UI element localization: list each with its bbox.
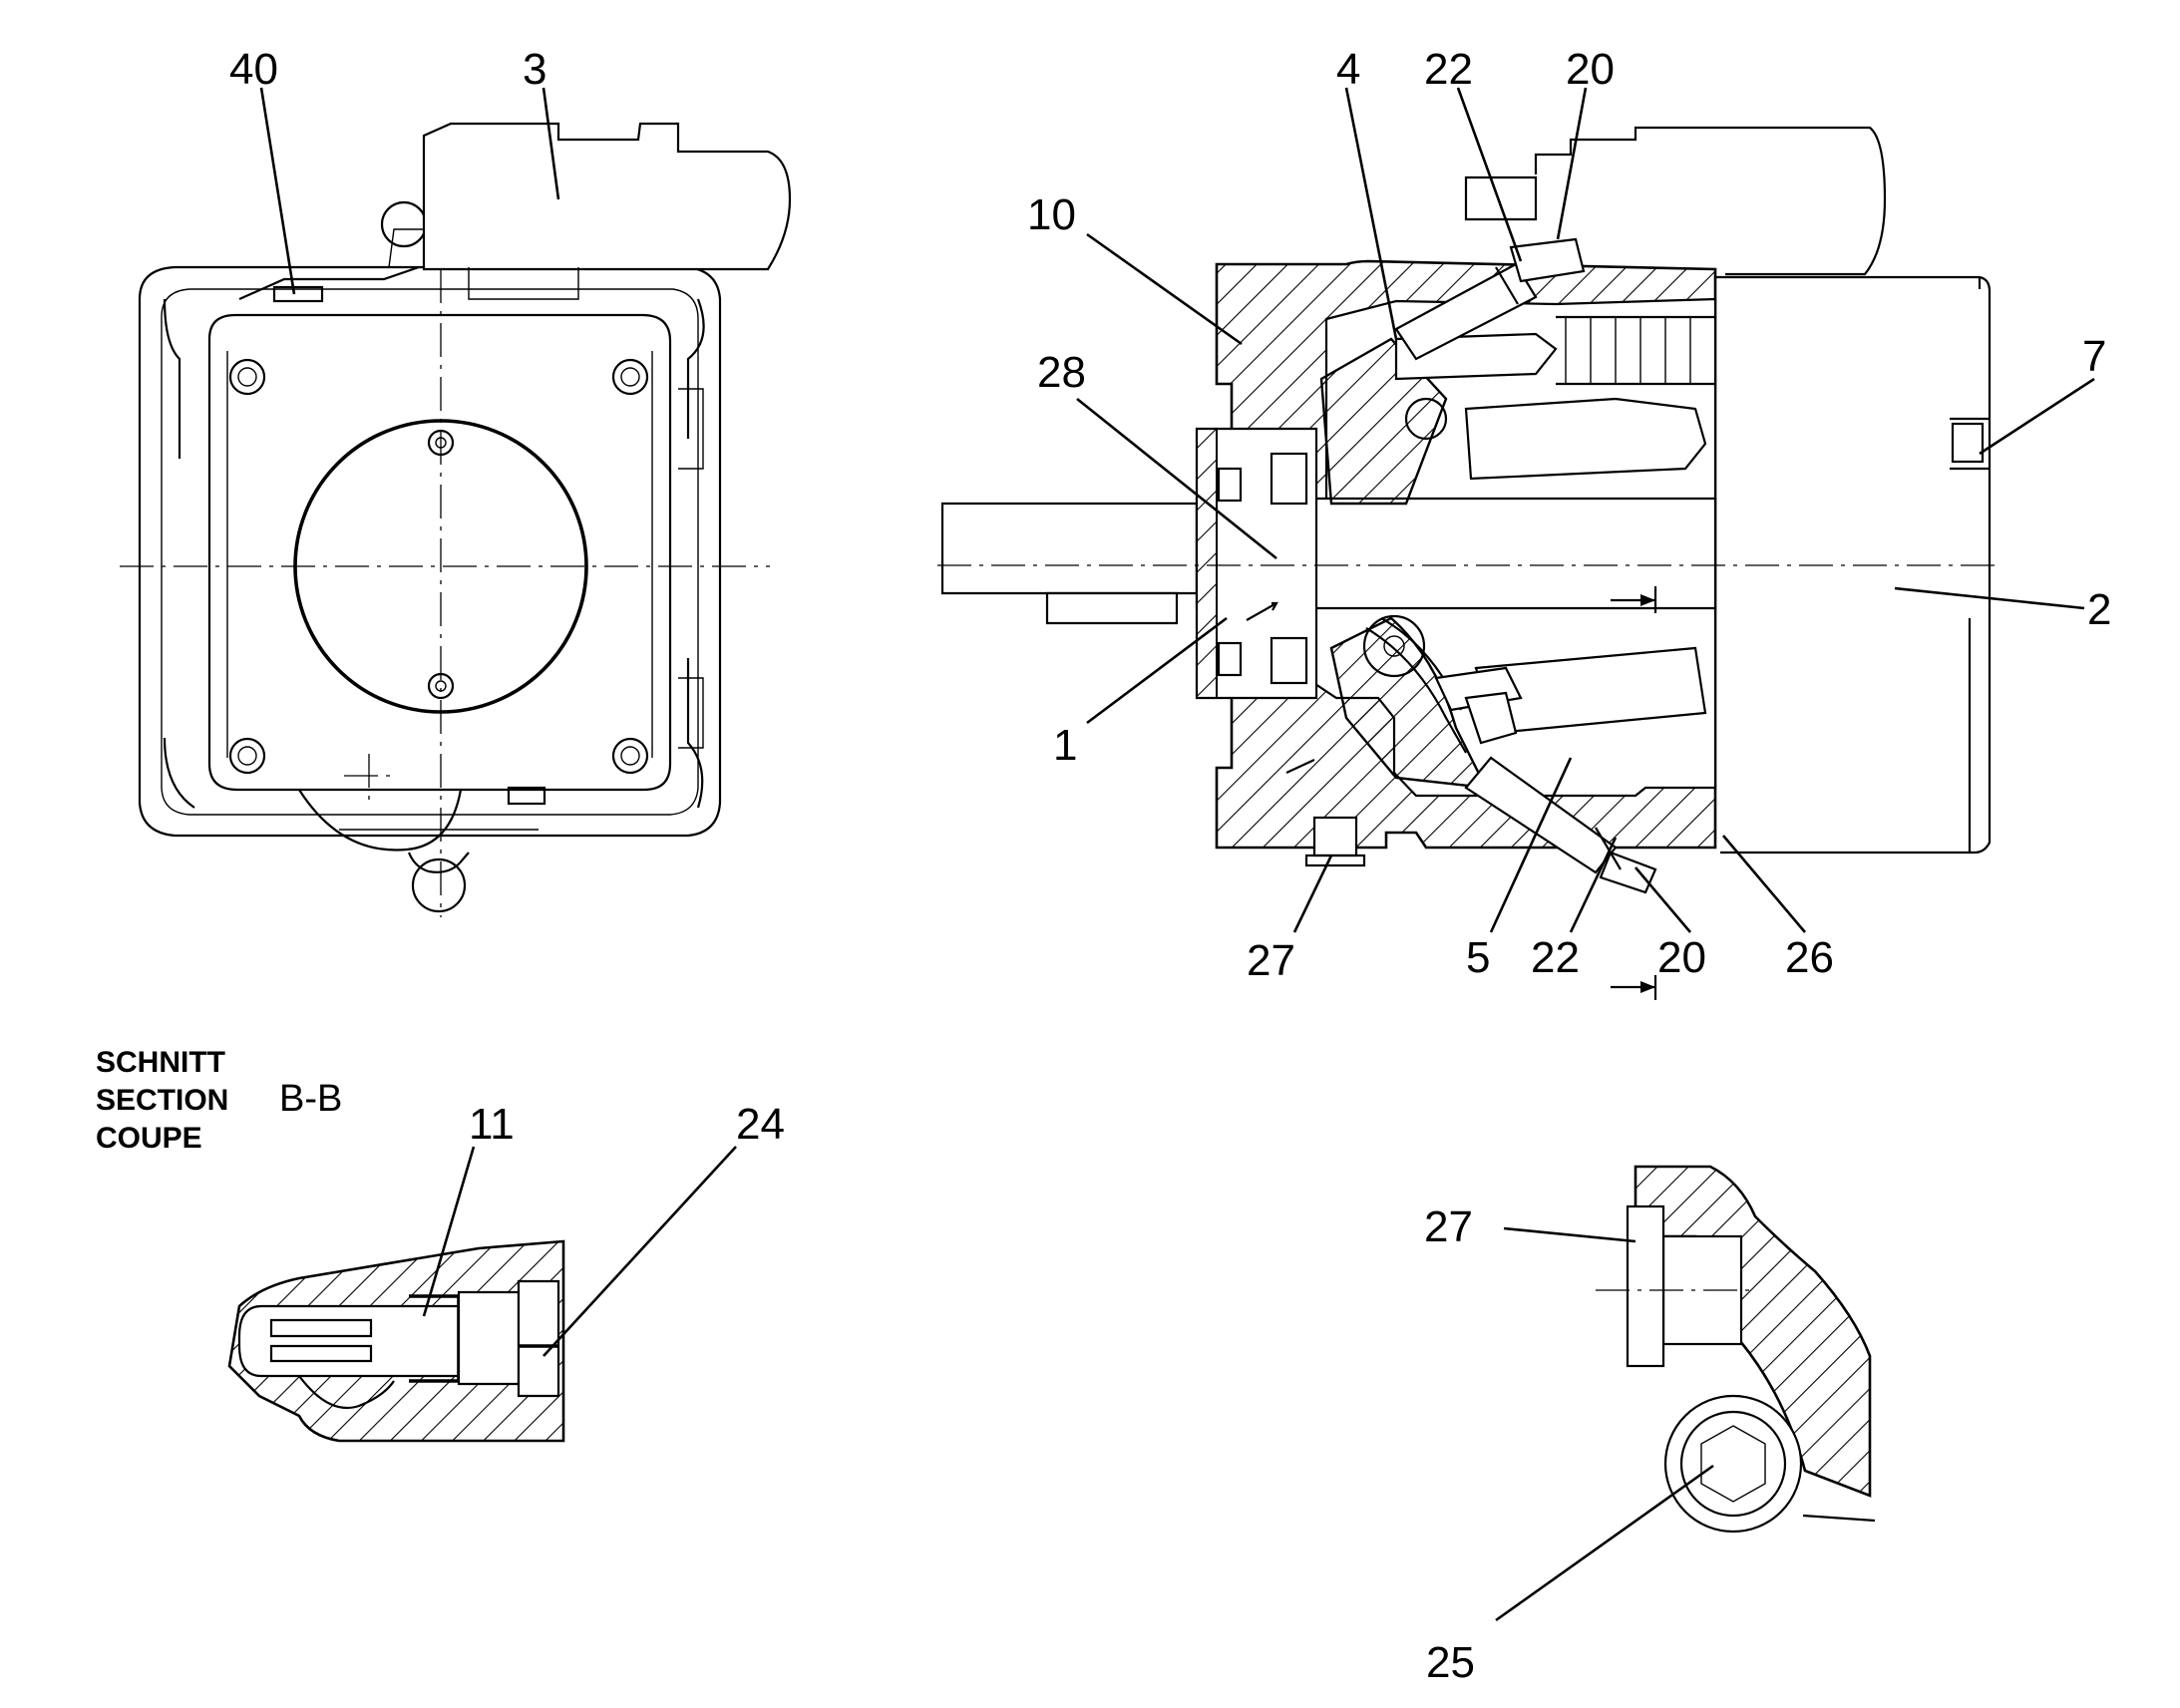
port-plug-detail <box>1596 1165 1876 1534</box>
section-label: SCHNITT SECTION COUPE B-B <box>96 1046 342 1155</box>
callout-20-top: 20 <box>1566 45 1615 94</box>
callout-28: 28 <box>1037 348 1086 397</box>
callout-1: 1 <box>1053 721 1077 770</box>
leader-lines <box>259 87 2095 1622</box>
section-label-line2: SECTION <box>96 1084 228 1117</box>
callout-7: 7 <box>2082 332 2106 381</box>
callout-22-top: 22 <box>1424 45 1473 94</box>
callout-11: 11 <box>469 1100 515 1149</box>
callout-40: 40 <box>229 45 278 94</box>
callout-10: 10 <box>1027 190 1076 239</box>
section-view <box>937 126 1995 1000</box>
callout-25: 25 <box>1426 1638 1475 1687</box>
callout-26: 26 <box>1785 933 1834 982</box>
callout-2: 2 <box>2087 585 2111 634</box>
section-label-line1: SCHNITT <box>96 1046 225 1079</box>
callout-20-bottom: 20 <box>1657 933 1706 982</box>
section-label-line3: COUPE <box>96 1122 202 1155</box>
front-view <box>120 122 792 917</box>
callout-labels: 40 3 4 22 20 10 28 7 2 1 27 5 22 20 26 1… <box>229 45 2111 1687</box>
section-bb-detail <box>227 1239 565 1443</box>
callout-4: 4 <box>1336 45 1360 94</box>
callout-24: 24 <box>736 1100 785 1149</box>
callout-22-bottom: 22 <box>1531 933 1580 982</box>
callout-27-detail: 27 <box>1424 1202 1473 1251</box>
callout-3: 3 <box>523 45 546 94</box>
section-name: B-B <box>279 1078 342 1120</box>
callout-5: 5 <box>1466 933 1490 982</box>
callout-27-main: 27 <box>1247 936 1295 985</box>
